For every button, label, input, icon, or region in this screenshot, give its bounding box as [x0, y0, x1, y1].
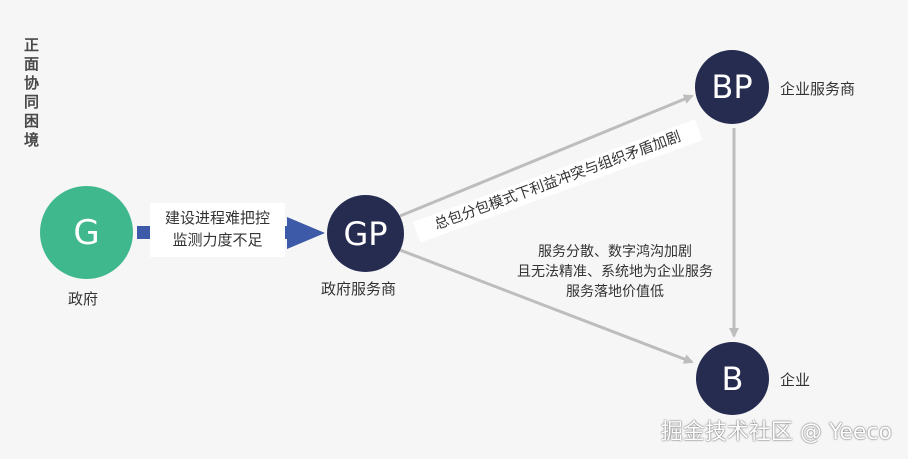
gp-to-b-connector [399, 248, 694, 364]
node-business-letter: B [721, 359, 744, 398]
gp-to-b-note-line1: 服务分散、数字鸿沟加剧 [538, 244, 692, 260]
node-business-label: 企业 [780, 371, 811, 389]
g-to-gp-note-line2: 监测力度不足 [172, 231, 263, 249]
node-business-provider-letter: BP [711, 68, 753, 106]
node-government-label: 政府 [68, 290, 99, 308]
gp-to-b-note-line3: 服务落地价值低 [566, 284, 664, 300]
g-to-gp-note: 建设进程难把控 监测力度不足 [150, 203, 285, 257]
node-business-provider-label: 企业服务商 [780, 80, 856, 98]
node-government-provider: GP [327, 195, 404, 272]
node-government-letter: G [73, 212, 100, 253]
node-business: B [696, 342, 769, 415]
gp-to-bp-connector [399, 94, 694, 218]
gp-to-b-note: 服务分散、数字鸿沟加剧 且无法精准、系统地为企业服务 服务落地价值低 [500, 242, 730, 302]
g-to-gp-arrow-head [287, 217, 325, 249]
gp-to-b-note-line2: 且无法精准、系统地为企业服务 [517, 264, 713, 280]
node-government-provider-label: 政府服务商 [321, 280, 397, 298]
side-title: 正面协同困境 [24, 36, 40, 149]
watermark: 掘金技术社区 @ Yeeco [660, 420, 892, 445]
node-government-provider-letter: GP [343, 214, 388, 253]
g-to-gp-note-line1: 建设进程难把控 [164, 209, 270, 227]
node-government: G [40, 186, 133, 279]
node-business-provider: BP [695, 50, 769, 124]
